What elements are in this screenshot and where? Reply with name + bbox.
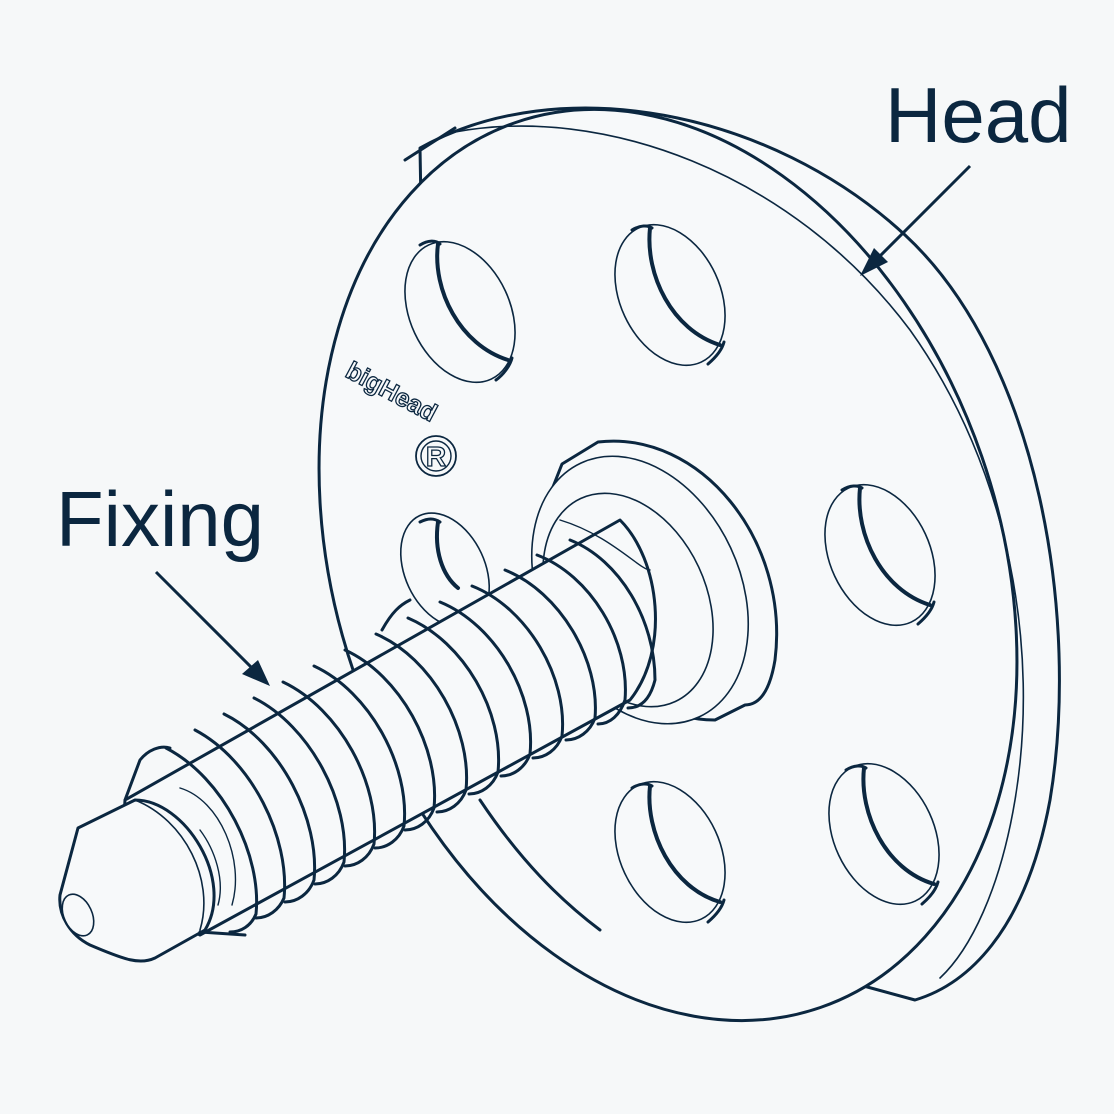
head-callout: Head (860, 71, 1071, 276)
head-holes (399, 223, 940, 924)
thread-crest-6 (406, 616, 501, 796)
tip-cone-side (134, 799, 205, 931)
hole-bottom-left (614, 780, 726, 924)
tip-shoulder (123, 745, 172, 802)
fixing-callout: Fixing (56, 475, 270, 686)
screw-shank (123, 518, 657, 937)
thread-crest-12 (222, 712, 317, 904)
head-plate-edge-behind-shank (380, 598, 602, 932)
fixing-arrow-line (154, 570, 264, 680)
thread-crest-9 (312, 664, 407, 850)
thread-crest-7 (374, 632, 469, 814)
head-arrow-head (860, 248, 888, 276)
head-plate-rim-line-top (403, 126, 457, 162)
hole-middle-left (399, 512, 491, 628)
thread-crest-8 (343, 648, 437, 832)
thread-crest-5 (438, 600, 533, 778)
hole-middle-right (824, 483, 936, 627)
thread-root-lines (179, 519, 651, 906)
thread-crest-3 (503, 568, 597, 742)
fixing-arrow-head (242, 660, 270, 686)
tip-base-line (198, 930, 247, 937)
thread-crest-4 (470, 584, 565, 760)
head-arrow-line (864, 164, 972, 272)
thread-crest-2 (535, 553, 627, 726)
fixing-label: Fixing (56, 475, 264, 563)
head-plate-inner-edge (454, 125, 1025, 979)
tip-point (61, 893, 95, 937)
thread-crest-11 (252, 696, 347, 886)
registered-mark: R (415, 435, 457, 477)
thread-crest-10 (281, 680, 377, 868)
hole-bottom-right (828, 762, 940, 906)
thread-crest-13 (193, 728, 287, 920)
thread-crest-14 (164, 746, 259, 934)
head-label: Head (885, 71, 1071, 159)
registered-symbol: R (426, 441, 446, 472)
screw-tip (58, 745, 247, 963)
hole-top-left (404, 239, 516, 384)
thread-crest-1 (568, 538, 657, 710)
hole-top-right (614, 223, 726, 367)
